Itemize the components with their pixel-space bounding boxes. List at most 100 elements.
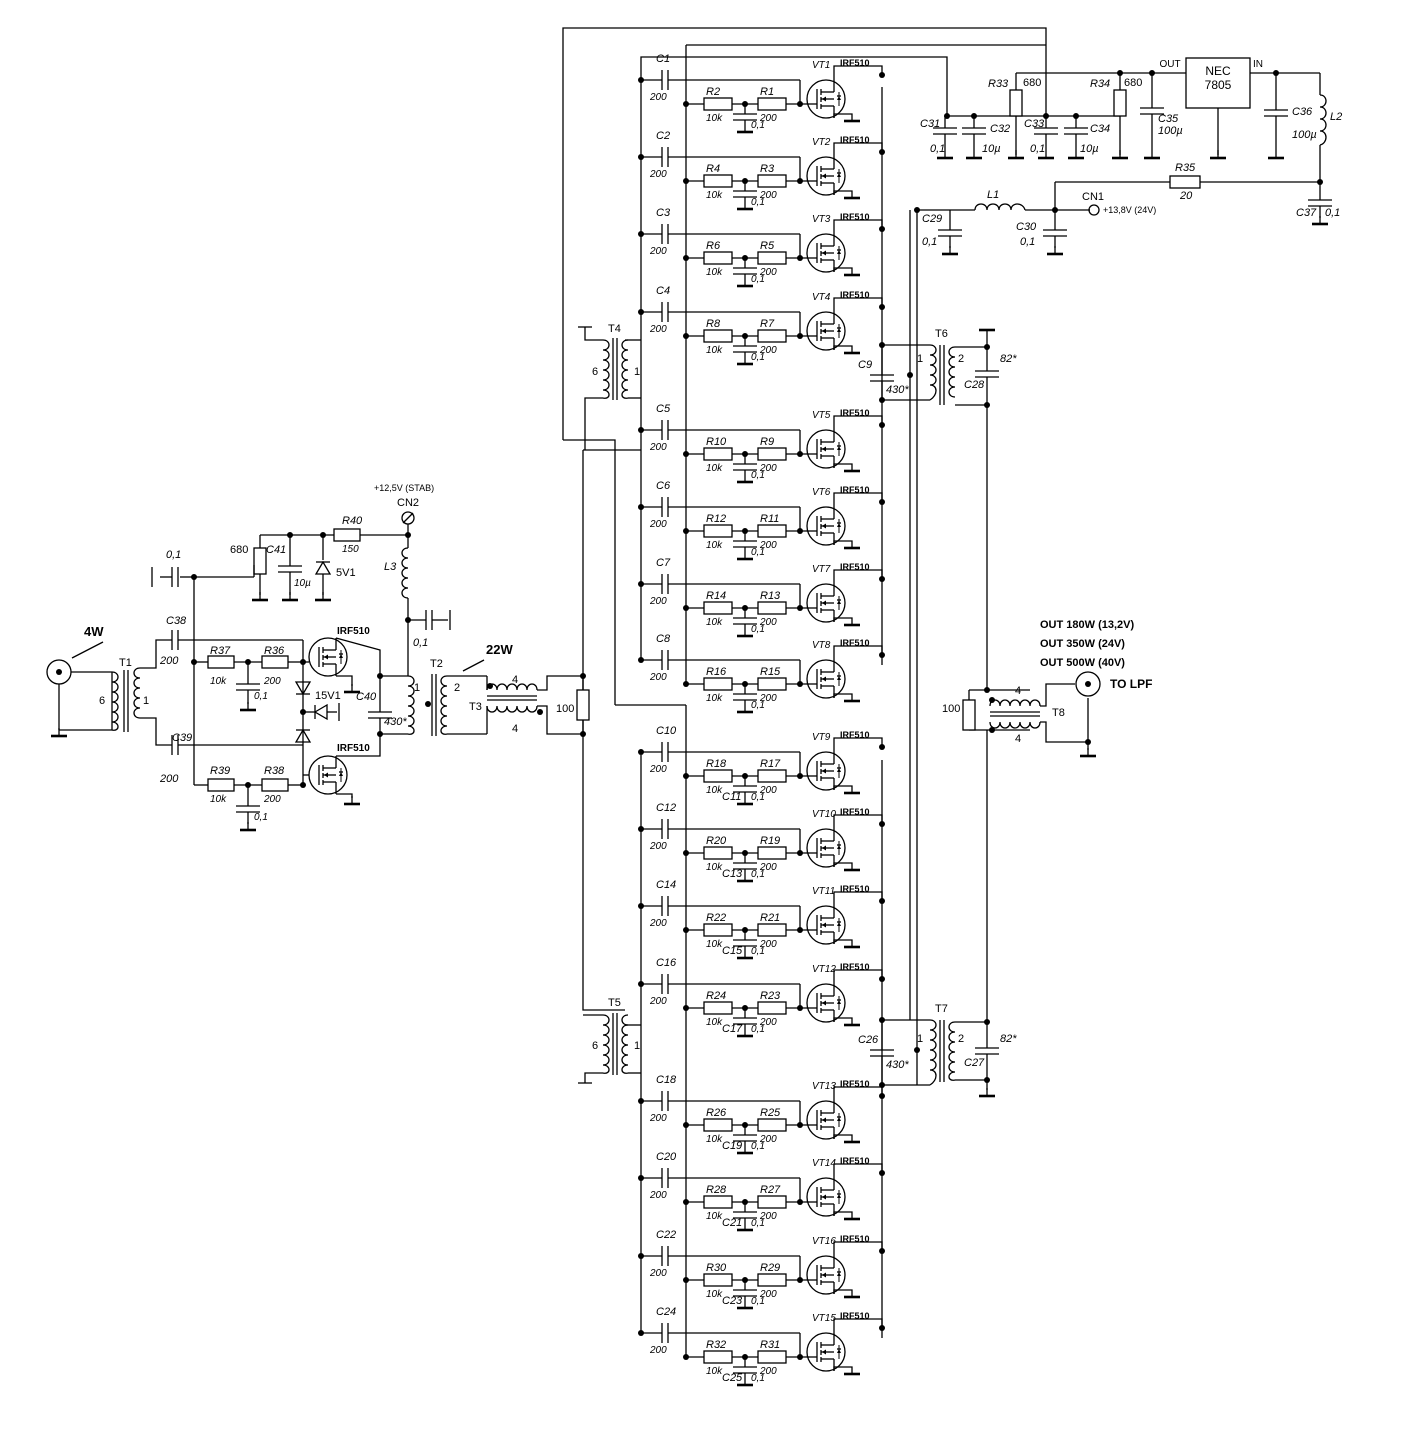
c27-label: C27 <box>964 1057 985 1069</box>
r40-label: R40 <box>342 515 363 527</box>
r38-value: 200 <box>263 794 281 805</box>
cn1-connector[interactable] <box>1088 204 1100 216</box>
stage-rs-value: 10k <box>706 345 723 356</box>
stage-rg-label: R21 <box>760 912 780 924</box>
stage-bypass-label: C25 <box>722 1372 743 1384</box>
transformer-t5: T5 6 1 <box>578 997 641 1084</box>
stage-cap-label: C20 <box>656 1151 677 1163</box>
input-cap-value: 0,1 <box>166 549 181 561</box>
c32-value: 10µ <box>982 143 1001 155</box>
stage-cap-value: 200 <box>649 519 667 530</box>
output-connector[interactable] <box>1075 671 1101 697</box>
mosfet <box>806 233 846 273</box>
stage-rs-value: 10k <box>706 113 723 124</box>
cn1-label: CN1 <box>1082 191 1104 203</box>
stage-bypass-label: C19 <box>722 1140 742 1152</box>
c-bias-lower-value: 0,1 <box>254 812 268 823</box>
c30-value: 0,1 <box>1020 236 1035 248</box>
stage-bypass-value: 0,1 <box>751 869 765 880</box>
c29-value: 0,1 <box>922 236 937 248</box>
regulator-part: 7805 <box>1205 78 1232 92</box>
stage-cap-value: 200 <box>649 764 667 775</box>
mosfet <box>806 828 846 868</box>
stage-vt-label: VT8 <box>812 640 831 651</box>
stage-bypass-value: 0,1 <box>751 1141 765 1152</box>
stage-cap-value: 200 <box>649 996 667 1007</box>
to-lpf-label: TO LPF <box>1110 677 1152 691</box>
c33-value: 0,1 <box>1030 143 1045 155</box>
stage-bypass-value: 0,1 <box>751 792 765 803</box>
t6-primary-turns: 1 <box>917 353 923 365</box>
c35-label: C35 <box>1158 113 1179 125</box>
stage-rs-value: 10k <box>706 939 723 950</box>
stage-cap-value: 200 <box>649 169 667 180</box>
stage-rg-label: R5 <box>760 240 775 252</box>
stage-rs-label: R28 <box>706 1184 727 1196</box>
stage-rs-label: R30 <box>706 1262 727 1274</box>
stage-rs-value: 10k <box>706 693 723 704</box>
c39-value: 200 <box>159 773 179 785</box>
c37-label: C37 <box>1296 207 1317 219</box>
c26-value: 430* <box>886 1059 909 1071</box>
output-180w-label: OUT 180W (13,2V) <box>1040 619 1134 631</box>
stage-cap-label: C14 <box>656 879 676 891</box>
stage-rs-label: R14 <box>706 590 726 602</box>
r35-value: 20 <box>1179 190 1193 202</box>
t4-secondary-turns: 1 <box>634 366 640 378</box>
stage-rs-label: R32 <box>706 1339 726 1351</box>
t3-winding-2: 4 <box>512 723 518 735</box>
stage-rs-label: R16 <box>706 666 727 678</box>
c38-label: C38 <box>166 615 187 627</box>
mosfet <box>806 659 846 699</box>
stage-rg-value: 200 <box>759 113 777 124</box>
stage-part-label: IRF510 <box>840 135 870 145</box>
stage-vt-label: VT3 <box>812 214 831 225</box>
c31-label: C31 <box>920 118 940 130</box>
c36-value: 100µ <box>1292 129 1317 141</box>
stage-rg-label: R15 <box>760 666 781 678</box>
t7-label: T7 <box>935 1003 948 1015</box>
c41-value: 10µ <box>294 578 311 589</box>
stage-vt-label: VT10 <box>812 809 836 820</box>
r36-label: R36 <box>264 645 285 657</box>
mosfet <box>806 983 846 1023</box>
r37-value: 10k <box>210 676 227 687</box>
t8-resistor-value: 100 <box>942 703 960 715</box>
stage-cap-label: C10 <box>656 725 677 737</box>
stage-bypass-value: 0,1 <box>751 624 765 635</box>
stage-bypass-value: 0,1 <box>751 1218 765 1229</box>
stage-bypass-value: 0,1 <box>751 120 765 131</box>
stage-cap-value: 200 <box>649 596 667 607</box>
output-350w-label: OUT 350W (24V) <box>1040 638 1125 650</box>
r35-label: R35 <box>1175 162 1196 174</box>
stage-rg-label: R13 <box>760 590 781 602</box>
c9-label: C9 <box>858 359 872 371</box>
stage-rg-label: R9 <box>760 436 774 448</box>
stage-part-label: IRF510 <box>840 1079 870 1089</box>
stage-bypass-value: 0,1 <box>751 352 765 363</box>
r34-label: R34 <box>1090 78 1110 90</box>
stage-part-label: IRF510 <box>840 807 870 817</box>
stage-vt-label: VT7 <box>812 564 831 575</box>
stage-rg-value: 200 <box>759 540 777 551</box>
c34-value: 10µ <box>1080 143 1099 155</box>
stage-rg-label: R19 <box>760 835 780 847</box>
stage-vt-label: VT13 <box>812 1081 836 1092</box>
r39-value: 10k <box>210 794 227 805</box>
t2-label: T2 <box>430 658 443 670</box>
c37-value: 0,1 <box>1325 207 1340 219</box>
stage-rs-label: R10 <box>706 436 727 448</box>
stage-rg-value: 200 <box>759 939 777 950</box>
t2-primary-turns: 1 <box>414 682 420 694</box>
regulator-7805 <box>1185 57 1251 109</box>
stage-rg-label: R7 <box>760 318 775 330</box>
r33-label: R33 <box>988 78 1009 90</box>
stage-rg-value: 200 <box>759 463 777 474</box>
stage-cap-label: C8 <box>656 633 671 645</box>
stage-rg-label: R3 <box>760 163 775 175</box>
c30-label: C30 <box>1016 221 1037 233</box>
stage-vt-label: VT16 <box>812 1236 836 1247</box>
stage-rs-label: R18 <box>706 758 727 770</box>
c40-label: C40 <box>356 691 377 703</box>
stage-rg-value: 200 <box>759 190 777 201</box>
